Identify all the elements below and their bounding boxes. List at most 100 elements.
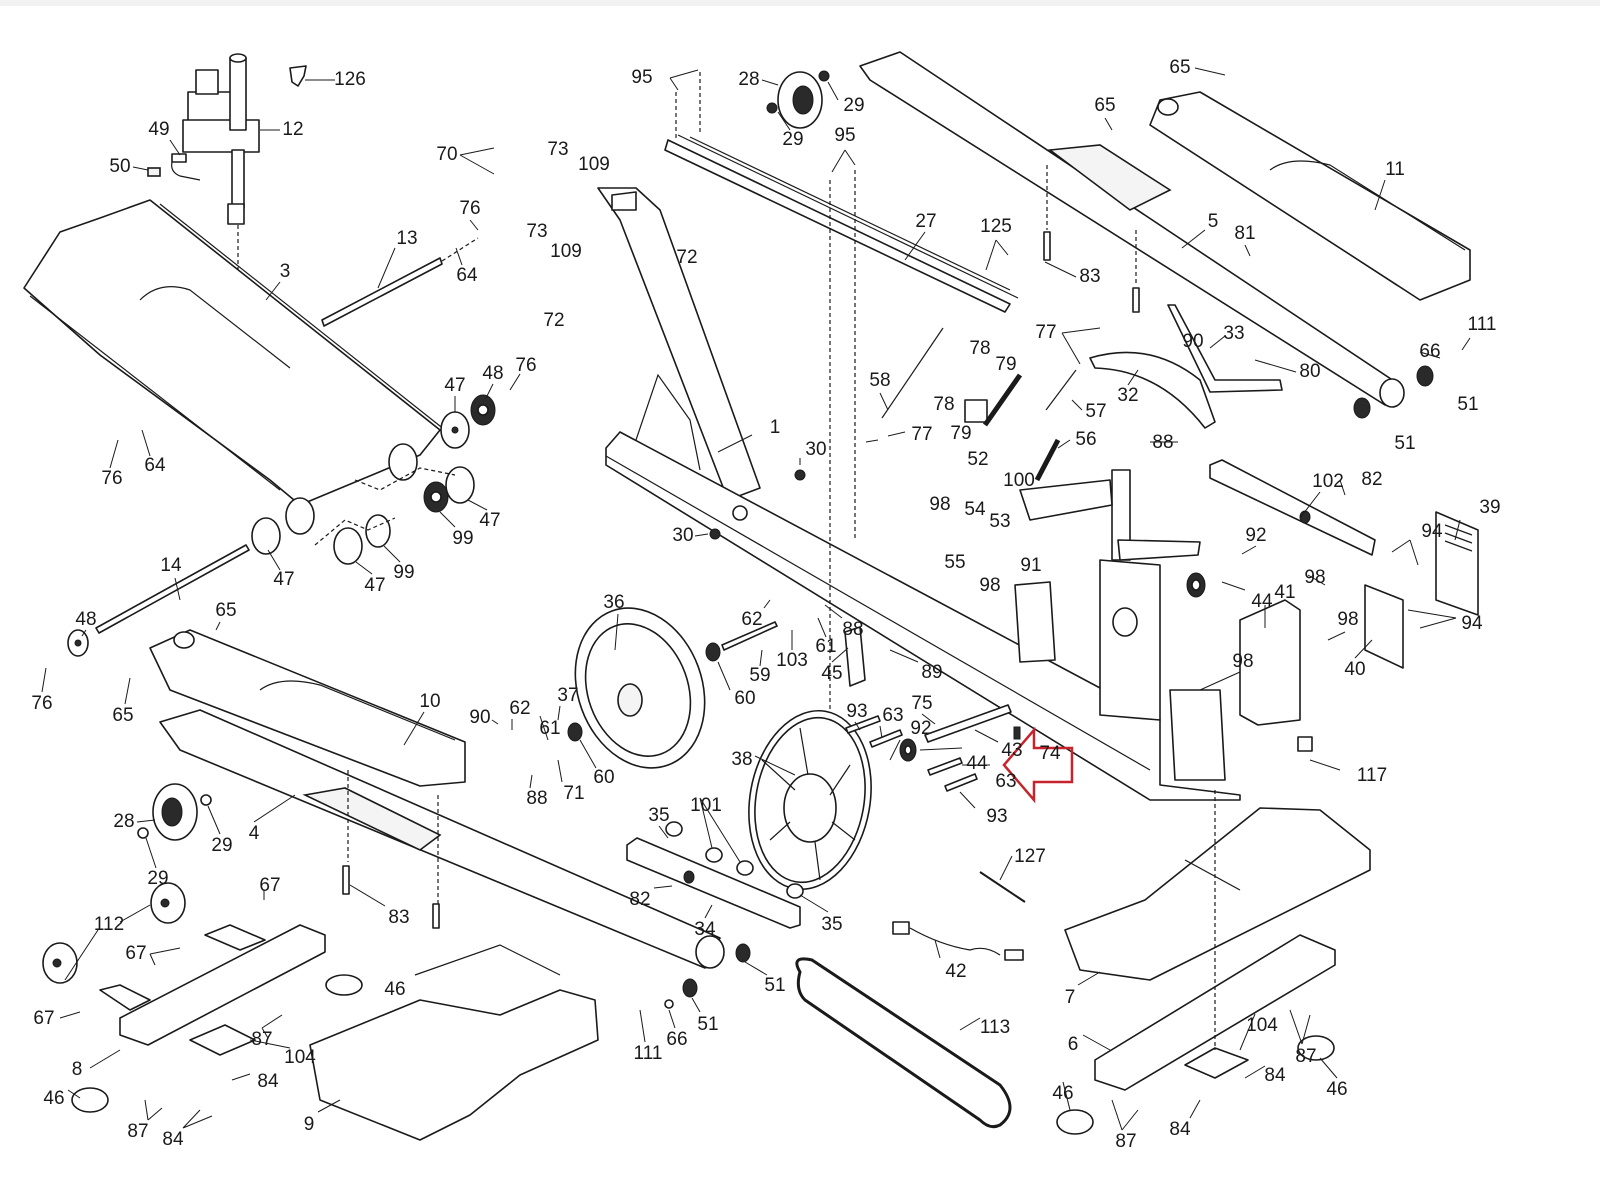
callout-35: 35 [821,914,842,935]
callout-93: 93 [986,806,1007,827]
callout-92: 92 [1245,525,1266,546]
callout-48: 48 [482,363,503,384]
callout-36: 36 [603,592,624,613]
axle-part-13 [321,237,479,327]
callout-77: 77 [911,424,932,445]
callout-12: 12 [282,119,303,140]
callout-88: 88 [1152,432,1173,453]
callout-90: 90 [1182,331,1203,352]
callout-28: 28 [113,811,134,832]
wheel-112a [150,882,186,924]
callout-51: 51 [697,1014,718,1035]
callout-95: 95 [631,67,652,88]
callout-109: 109 [550,241,582,262]
callout-66: 66 [666,1029,687,1050]
callout-5: 5 [1208,211,1219,232]
callout-104: 104 [284,1047,316,1068]
switch-117 [1297,736,1313,752]
wheel-28b [137,783,212,841]
bearing-99b [365,514,391,548]
callout-highlighted-74: 74 [1039,743,1061,764]
callout-47: 47 [273,569,294,590]
brake-part-52 [964,373,1023,427]
belt-part-113 [795,957,1012,1129]
spacers-35-101 [665,821,804,899]
callout-51: 51 [1394,433,1415,454]
callout-78: 78 [933,394,954,415]
callout-30: 30 [805,439,826,460]
callout-64: 64 [456,265,478,286]
callout-91: 91 [1020,555,1041,576]
callout-52: 52 [967,449,988,470]
nut-30 [709,469,806,540]
callout-109: 109 [578,154,610,175]
callout-11: 11 [1385,159,1405,180]
callout-84: 84 [1264,1065,1286,1086]
callout-127: 127 [1014,846,1046,867]
leveler-46c [1056,1109,1094,1135]
callout-98: 98 [1304,567,1325,588]
callout-6: 6 [1068,1034,1079,1055]
axle-part-59 [721,621,778,651]
callout-88: 88 [526,788,547,809]
cover-part-9 [309,944,599,1141]
callout-67: 67 [33,1008,54,1029]
callout-51: 51 [1457,394,1478,415]
callout-87: 87 [1295,1046,1316,1067]
crank-part-34 [626,837,801,929]
main-frame-part-1 [597,187,1241,801]
callout-47: 47 [364,575,385,596]
callout-33: 33 [1223,323,1244,344]
pedal-arm-part-3 [23,199,446,535]
callout-53: 53 [989,511,1010,532]
callout-84: 84 [1169,1119,1191,1140]
leader-lines [41,67,1471,1131]
callout-104: 104 [1246,1015,1278,1036]
callout-98: 98 [1337,609,1358,630]
callout-47: 47 [444,375,465,396]
callout-76: 76 [459,198,480,219]
callout-67: 67 [125,943,146,964]
callout-46: 46 [384,979,405,1000]
callout-3: 3 [280,261,291,282]
callout-113: 113 [980,1017,1010,1038]
callout-14: 14 [160,555,182,576]
bolt-part-74 [1013,726,1021,740]
callout-27: 27 [915,211,936,232]
link-arm-part-5 [859,51,1405,408]
bolt-83a [1043,231,1140,313]
axle-part-14 [95,544,250,634]
callout-70: 70 [436,144,457,165]
harness-part-42 [892,921,1024,961]
callout-79: 79 [995,354,1016,375]
callout-117: 117 [1357,765,1387,786]
bracket-part-33 [1167,304,1283,393]
callout-98: 98 [929,494,950,515]
callout-87: 87 [251,1029,272,1050]
callout-7: 7 [1065,987,1076,1008]
callout-93: 93 [846,701,867,722]
callout-95: 95 [834,125,855,146]
callout-98: 98 [1232,651,1253,672]
callout-101: 101 [690,795,722,816]
callout-61: 61 [815,636,836,657]
flywheel-part-36 [574,607,706,769]
callout-37: 37 [557,685,578,706]
callout-49: 49 [148,119,169,140]
top-border [0,0,1600,6]
callout-29: 29 [147,868,168,889]
callout-76: 76 [31,693,52,714]
clip-part-126 [289,65,307,87]
callout-48: 48 [75,609,96,630]
callout-83: 83 [1079,266,1100,287]
leveler-46b [71,1087,109,1113]
callout-94: 94 [1461,613,1483,634]
callout-60: 60 [734,688,755,709]
callout-89: 89 [921,662,942,683]
callout-66: 66 [1419,341,1440,362]
callout-62: 62 [509,698,530,719]
callout-40: 40 [1344,659,1365,680]
callout-84: 84 [162,1129,184,1150]
wheel-112b [42,942,78,984]
